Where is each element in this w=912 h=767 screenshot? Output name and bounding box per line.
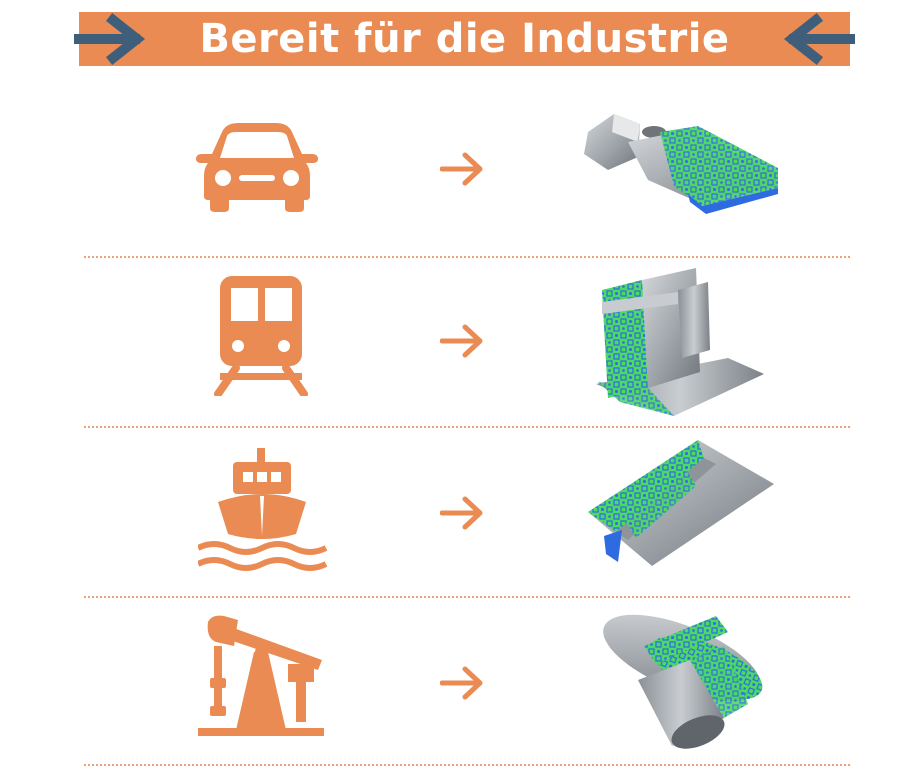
flanged-tube-part-with-speckle-pattern bbox=[603, 614, 763, 749]
arrow-left-icon bbox=[783, 12, 855, 66]
arrow-right-icon bbox=[440, 666, 483, 700]
row-divider bbox=[84, 764, 850, 766]
industry-row-automotive bbox=[80, 92, 850, 252]
industry-row-railway bbox=[80, 262, 850, 424]
angle-profile-part-with-speckle-pattern bbox=[596, 268, 764, 416]
welded-plate-part-with-speckle-pattern bbox=[588, 440, 774, 566]
arrow-right-icon bbox=[440, 152, 483, 186]
oil-pump-icon bbox=[198, 615, 324, 736]
bracket-part-with-speckle-pattern bbox=[584, 114, 778, 214]
arrow-right-icon bbox=[74, 12, 146, 66]
row-divider bbox=[84, 426, 850, 428]
ship-icon bbox=[198, 448, 328, 571]
arrow-right-icon bbox=[440, 324, 483, 358]
title-banner: Bereit für die Industrie bbox=[74, 12, 855, 66]
arrow-right-icon bbox=[440, 496, 483, 530]
industry-row-oil-gas bbox=[80, 602, 850, 762]
car-icon bbox=[196, 123, 318, 212]
industry-row-shipbuilding bbox=[80, 432, 850, 592]
row-divider bbox=[84, 596, 850, 598]
banner-title: Bereit für die Industrie bbox=[199, 16, 730, 62]
train-icon bbox=[214, 276, 308, 396]
row-divider bbox=[84, 256, 850, 258]
